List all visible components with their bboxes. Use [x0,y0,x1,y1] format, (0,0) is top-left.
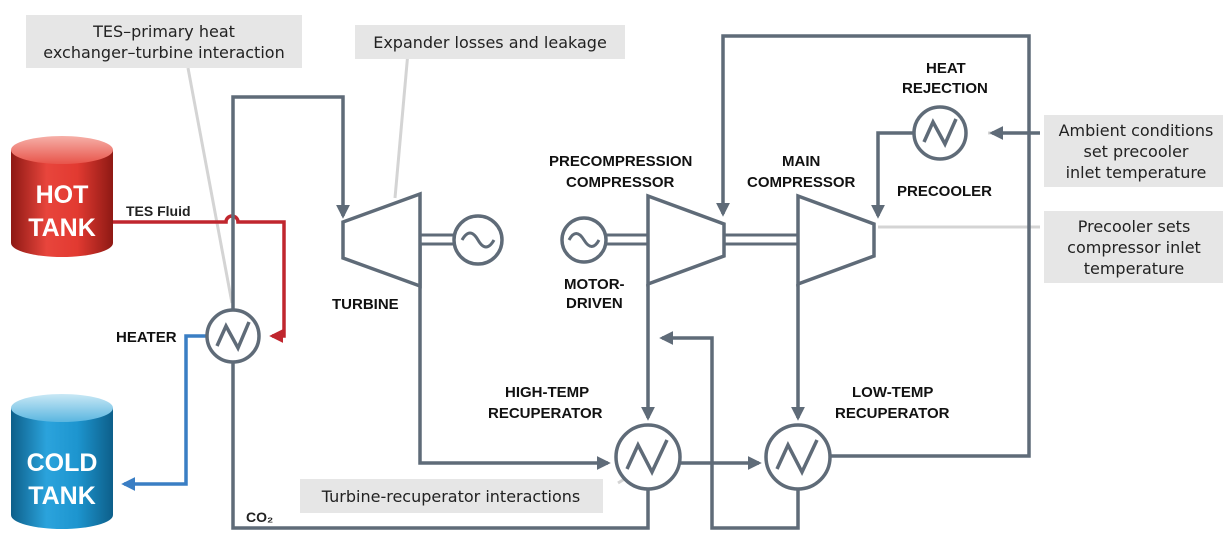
heater-exchanger [205,308,261,364]
svg-text:HOT: HOT [36,181,89,209]
co2-pipes [231,34,1040,530]
svg-text:Expander losses and leakage: Expander losses and leakage [373,33,607,52]
low-temp-recuperator [764,423,832,491]
precompression-compressor [646,193,726,287]
callout-tes-primary: TES–primary heat exchanger–turbine inter… [26,15,302,68]
lt-recuperator-label-2: RECUPERATOR [835,405,950,422]
svg-text:compressor inlet: compressor inlet [1067,238,1201,257]
svg-text:inlet temperature: inlet temperature [1066,163,1207,182]
motor-label: MOTOR- [564,276,625,293]
svg-text:Turbine-recuperator interactio: Turbine-recuperator interactions [321,487,580,506]
tes-fluid-label: TES Fluid [126,203,191,219]
tes-fluid-cold-line [121,334,214,491]
svg-text:exchanger–turbine interaction: exchanger–turbine interaction [43,43,284,62]
high-temp-recuperator [614,423,682,491]
lt-recuperator-label: LOW-TEMP [852,384,933,401]
svg-text:TANK: TANK [28,214,96,242]
svg-text:COLD: COLD [27,449,98,477]
heat-rejection-label-2: REJECTION [902,80,988,97]
callout-ambient: Ambient conditions set precooler inlet t… [1044,115,1223,187]
ht-recuperator-label-2: RECUPERATOR [488,405,603,422]
callout-precooler-sets: Precooler sets compressor inlet temperat… [1044,211,1223,283]
svg-text:temperature: temperature [1084,259,1185,278]
turbine [341,191,454,289]
callout-expander: Expander losses and leakage [355,25,625,59]
precooler-exchanger [912,105,968,161]
compressor-shaft [724,233,798,246]
precooler-label: PRECOOLER [897,183,992,200]
heater-label: HEATER [116,329,177,346]
main-compressor-label: MAIN [782,153,820,170]
ht-recuperator-label: HIGH-TEMP [505,384,589,401]
heat-rejection-label: HEAT [926,60,966,77]
precompression-label: PRECOMPRESSION [549,153,692,170]
main-compressor [796,193,876,287]
motor-icon [560,216,648,264]
generator-icon [452,214,504,266]
cold-tank: COLD TANK [11,394,113,529]
hot-tank: HOT TANK [11,136,113,257]
main-compressor-label-2: COMPRESSOR [747,174,856,191]
svg-text:Ambient conditions: Ambient conditions [1059,121,1214,140]
svg-text:TANK: TANK [28,482,96,510]
tes-fluid-hot-line [113,214,286,343]
precompression-label-2: COMPRESSOR [566,174,675,191]
svg-text:set precooler: set precooler [1083,142,1188,161]
turbine-label: TURBINE [332,296,399,313]
svg-text:TES–primary heat: TES–primary heat [92,22,235,41]
motor-label-2: DRIVEN [566,295,623,312]
co2-label: CO₂ [246,509,273,525]
callout-turbine-recuperator: Turbine-recuperator interactions [300,479,603,513]
svg-text:Precooler sets: Precooler sets [1078,217,1191,236]
